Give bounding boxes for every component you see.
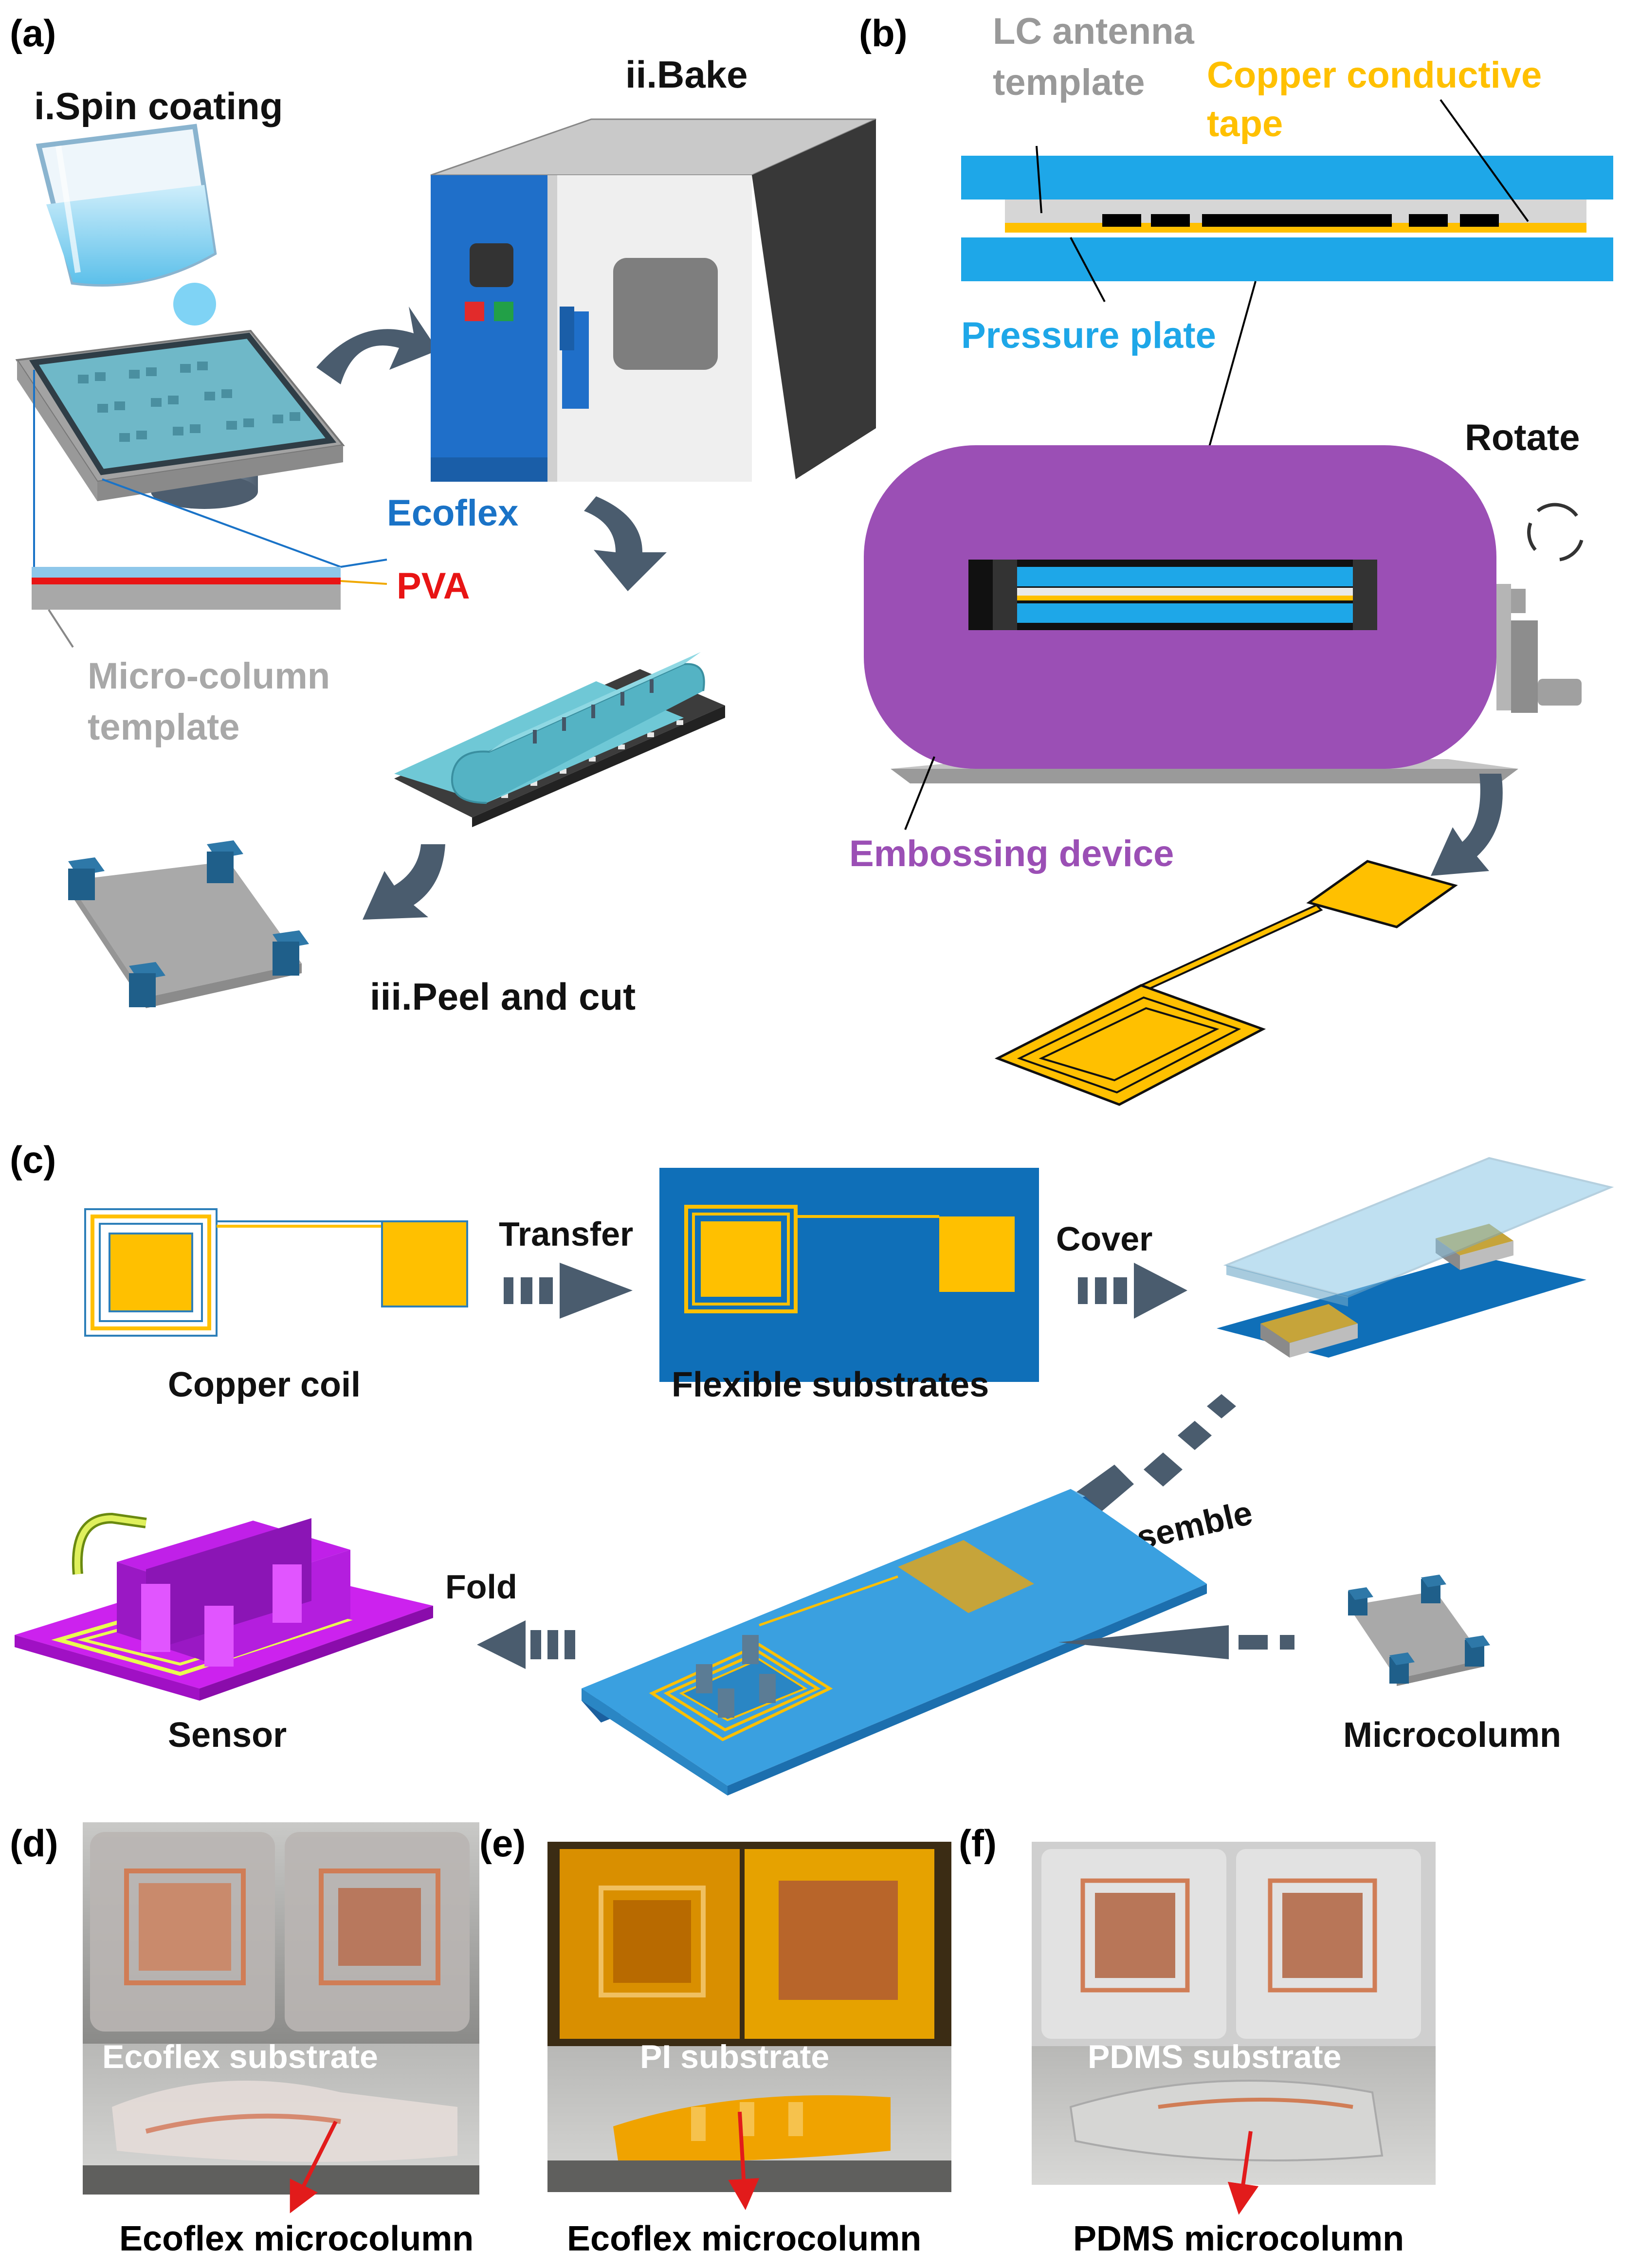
ecoflex-photo (83, 1822, 479, 2195)
flexible-substrates-label: Flexible substrates (672, 1365, 989, 1404)
pdms-photo (1032, 1842, 1436, 2185)
panel-c: (c) Copper coil Transfer Fle (10, 1138, 1614, 1796)
pressure-plate-label: Pressure plate (961, 315, 1216, 356)
panel-a-label: (a) (10, 12, 56, 54)
embossing-device (864, 445, 1582, 830)
peel-cut-label: iii.Peel and cut (370, 975, 636, 1018)
microcolumn-label: Microcolumn (1343, 1716, 1561, 1755)
panel-d-label: (d) (10, 1822, 58, 1865)
copper-coil-label: Copper coil (168, 1365, 361, 1404)
microcolumn-arrow-icon (1058, 1625, 1294, 1659)
oven-icon (430, 118, 876, 482)
sensor-label: Sensor (168, 1716, 287, 1755)
crank-handle-icon (1496, 584, 1582, 713)
embossing-device-label: Embossing device (849, 833, 1174, 874)
pdms-microcolumn-label: PDMS microcolumn (1073, 2219, 1404, 2258)
microcolumn-small-icon (1348, 1575, 1490, 1686)
spin-coater (15, 329, 345, 509)
cover-label: Cover (1056, 1220, 1152, 1258)
spin-coating-label: i.Spin coating (34, 85, 283, 127)
ecoflex-microcolumn-label-e: Ecoflex microcolumn (567, 2219, 921, 2258)
lc-template-label-2: template (993, 62, 1145, 103)
droplet-icon (173, 283, 216, 326)
copper-coil-icon (84, 1208, 468, 1337)
assembled-board-icon (582, 1489, 1207, 1796)
lc-template-label-1: LC antenna (993, 11, 1195, 52)
panel-a: (a) i.Spin coating (10, 12, 876, 1018)
covered-assembly-icon (1217, 1157, 1614, 1358)
micro-column-array (78, 362, 300, 442)
panel-f: (f) PDMS substrate PDMS microcolumn (959, 1822, 1436, 2258)
panel-c-label: (c) (10, 1138, 56, 1181)
arrow-e-icon (728, 2111, 760, 2210)
copper-tape-label-1: Copper conductive (1207, 54, 1542, 96)
peel-film-icon (394, 652, 725, 827)
arrow-f-icon (1227, 2131, 1259, 2215)
pi-substrate-label: PI substrate (640, 2038, 829, 2075)
lc-antenna-icon (994, 860, 1458, 1106)
ecoflex-label: Ecoflex (387, 492, 518, 534)
rotate-label: Rotate (1465, 417, 1580, 458)
arrow-to-oven-icon (316, 307, 438, 384)
flexible-substrate-icon (659, 1168, 1039, 1382)
panel-d: (d) Ecoflex substrate Ecoflex microcolum… (10, 1822, 479, 2258)
microcolumn-piece-icon (68, 840, 309, 1008)
bake-label: ii.Bake (625, 53, 747, 96)
micro-column-template-label-1: Micro-column (88, 655, 330, 697)
layer-stack (32, 370, 387, 648)
pdms-substrate-label: PDMS substrate (1088, 2038, 1341, 2075)
panel-b-label: (b) (859, 12, 908, 54)
cover-arrow-icon (1078, 1263, 1187, 1319)
arrow-d-icon (290, 2121, 338, 2214)
ecoflex-substrate-label: Ecoflex substrate (102, 2038, 378, 2075)
micro-column-template-label-2: template (88, 707, 240, 748)
arrow-to-cut-icon (363, 844, 445, 920)
rotate-icon (1527, 503, 1584, 562)
transfer-label: Transfer (499, 1215, 633, 1253)
beaker-icon (36, 124, 217, 287)
arrow-to-antenna-icon (1431, 774, 1503, 876)
fold-label: Fold (445, 1568, 517, 1606)
pi-photo (547, 1842, 951, 2192)
ecoflex-microcolumn-label-d: Ecoflex microcolumn (119, 2219, 474, 2258)
panel-e-label: (e) (479, 1822, 526, 1865)
panel-e: (e) PI substrate Ecoflex microcolumn (479, 1822, 951, 2258)
panel-f-label: (f) (959, 1822, 997, 1865)
copper-tape-label-2: tape (1207, 103, 1283, 145)
pva-label: PVA (397, 565, 470, 607)
sensor-icon (15, 1512, 433, 1701)
arrow-to-peel-icon (584, 496, 667, 591)
fold-arrow-icon (477, 1620, 575, 1669)
panel-b: (b) LC antenna template Copper conductiv… (849, 11, 1613, 1106)
transfer-arrow-icon (504, 1263, 633, 1319)
press-stack (961, 99, 1613, 560)
